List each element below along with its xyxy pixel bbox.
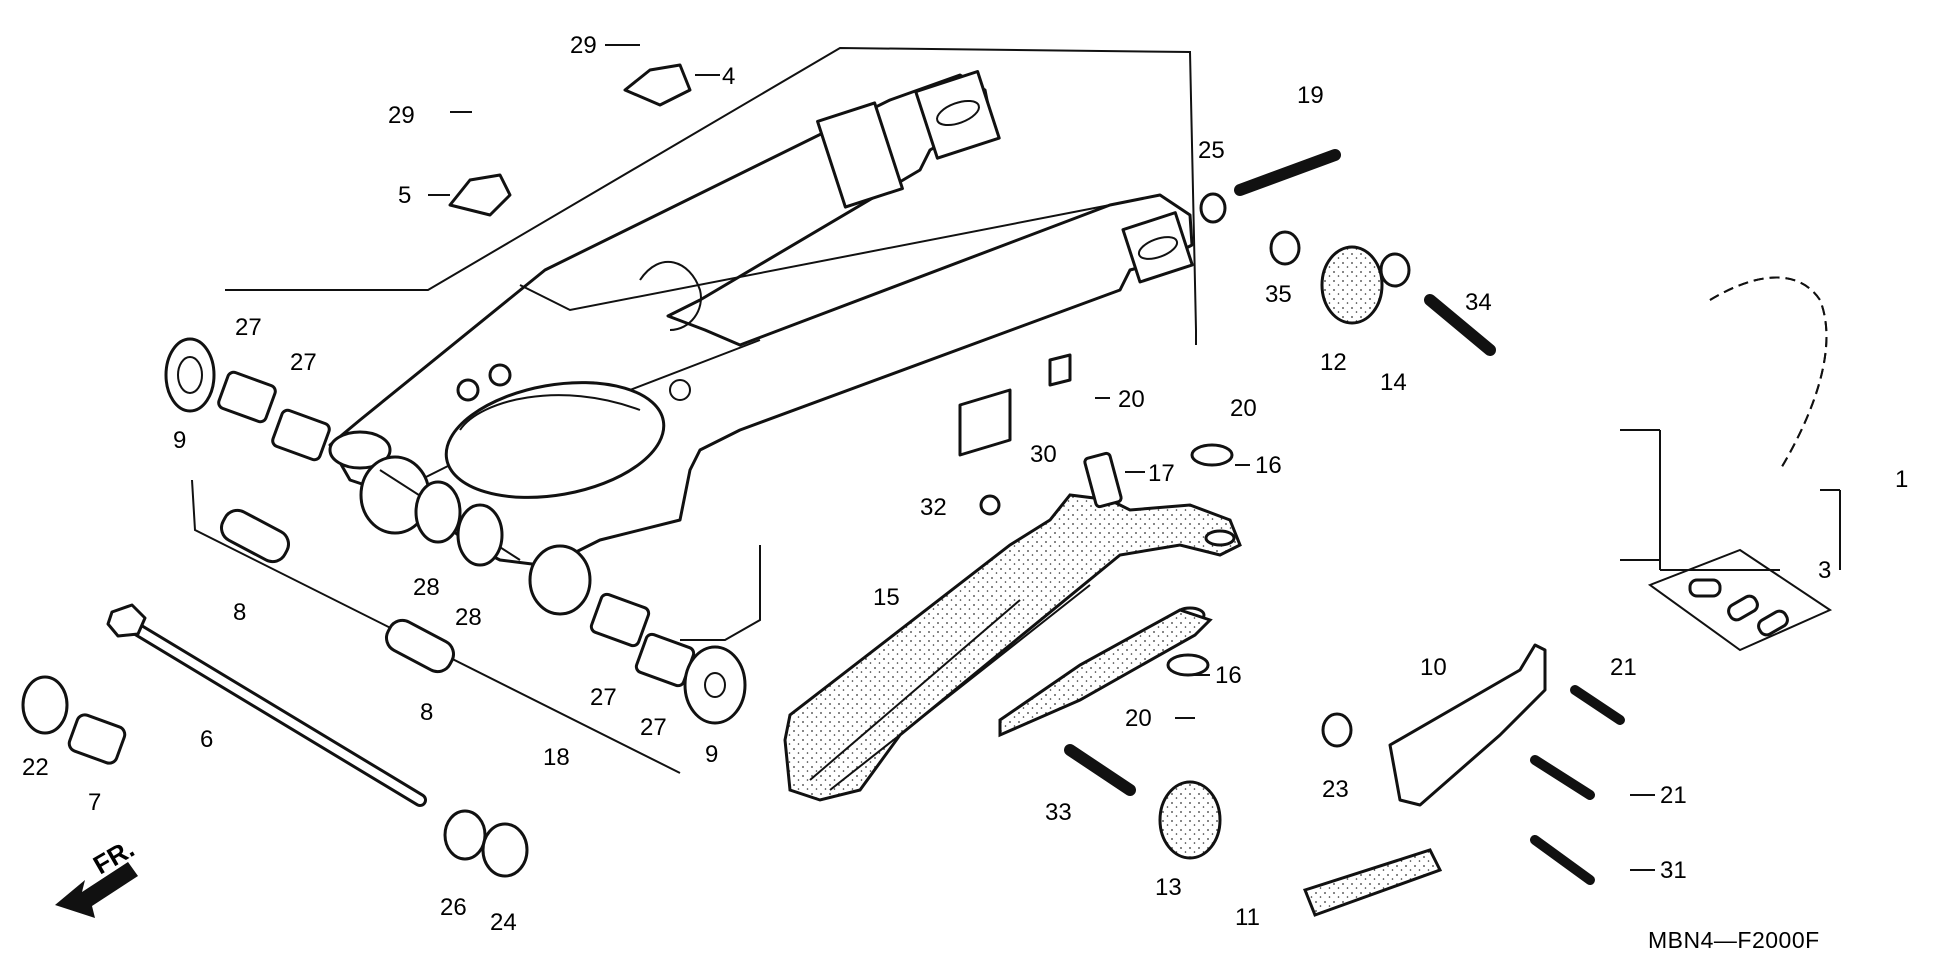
- callout-3: 3: [1818, 557, 1831, 584]
- callout-12: 12: [1320, 349, 1347, 376]
- callout-20b: 20: [1230, 395, 1257, 422]
- callout-7: 7: [88, 789, 101, 816]
- chain-guide: [783, 493, 1242, 802]
- callout-33: 33: [1045, 799, 1072, 826]
- callout-6: 6: [200, 726, 213, 753]
- callout-9a: 9: [173, 427, 186, 454]
- callout-22: 22: [22, 754, 49, 781]
- master-link-kit: [1647, 548, 1833, 652]
- leader-lines: [428, 44, 1841, 871]
- diagram-code: MBN4—F2000F: [1648, 927, 1820, 953]
- callout-27b: 27: [290, 349, 317, 376]
- callout-16a: 16: [1255, 452, 1282, 479]
- callout-1: 1: [1895, 466, 1908, 493]
- callout-31: 31: [1660, 857, 1687, 884]
- pivot-axle: [106, 603, 427, 807]
- callout-27d: 27: [640, 714, 667, 741]
- callout-32: 32: [920, 494, 947, 521]
- callout-21b: 21: [1660, 782, 1687, 809]
- callout-8b: 8: [420, 699, 433, 726]
- callout-13: 13: [1155, 874, 1182, 901]
- callout-26: 26: [440, 894, 467, 921]
- callout-17: 17: [1148, 460, 1175, 487]
- chain-slider-bracket: [1303, 643, 1547, 917]
- callout-28b: 28: [455, 604, 482, 631]
- callout-27c: 27: [590, 684, 617, 711]
- group-outline: [191, 46, 1197, 774]
- small-parts: [21, 63, 1625, 885]
- callout-35: 35: [1265, 281, 1292, 308]
- callout-21a: 21: [1610, 654, 1637, 681]
- callout-5: 5: [398, 182, 411, 209]
- callout-29a: 29: [570, 32, 597, 59]
- callout-20a: 20: [1118, 386, 1145, 413]
- callout-34: 34: [1465, 289, 1492, 316]
- callout-16b: 16: [1215, 662, 1242, 689]
- callout-4: 4: [722, 63, 735, 90]
- swingarm: [328, 70, 1194, 616]
- callout-labels: 1 3 4 5 6 7 8 8 9 9 10 11 12 13 14 15 16…: [22, 32, 1908, 936]
- callout-29b: 29: [388, 102, 415, 129]
- callout-20c: 20: [1125, 705, 1152, 732]
- callout-10: 10: [1420, 654, 1447, 681]
- callout-30: 30: [1030, 441, 1057, 468]
- callout-24: 24: [490, 909, 517, 936]
- callout-23: 23: [1322, 776, 1349, 803]
- callout-19: 19: [1297, 82, 1324, 109]
- front-direction-arrow: FR.: [55, 833, 139, 918]
- callout-8a: 8: [233, 599, 246, 626]
- drive-chain: [1709, 276, 1828, 471]
- callout-25: 25: [1198, 137, 1225, 164]
- callout-11: 11: [1235, 904, 1260, 931]
- callout-15: 15: [873, 584, 900, 611]
- callout-28a: 28: [413, 574, 440, 601]
- callout-18: 18: [543, 744, 570, 771]
- callout-14: 14: [1380, 369, 1407, 396]
- callout-9b: 9: [705, 741, 718, 768]
- callout-27a: 27: [235, 314, 262, 341]
